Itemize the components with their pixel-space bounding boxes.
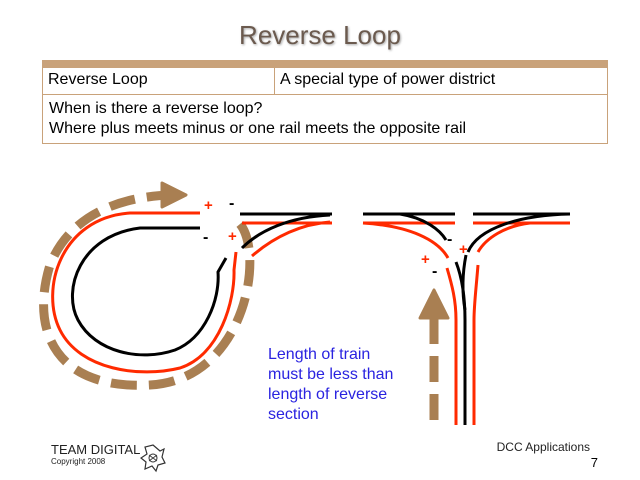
wye-left-black-curve xyxy=(399,212,448,241)
loop-plus-label-top: + xyxy=(204,197,213,214)
loop-red-rail xyxy=(51,211,238,374)
brand-name: TEAM DIGITAL xyxy=(51,442,141,457)
definition-table: Reverse Loop A special type of power dis… xyxy=(42,60,608,144)
note-line: length of reverse xyxy=(268,386,388,403)
definition-term: Reverse Loop xyxy=(43,68,275,94)
loop-arrow-head xyxy=(160,181,188,209)
copyright-text: Copyright 2008 xyxy=(51,457,106,466)
wye-minus-label-right: - xyxy=(447,231,452,248)
note-line: Length of train xyxy=(268,346,371,363)
definition-description: A special type of power district xyxy=(280,71,496,88)
loop-curve-red-rail xyxy=(251,220,331,258)
wye-stem-red-right xyxy=(472,264,480,425)
definition-body: When is there a reverse loop? Where plus… xyxy=(43,95,607,143)
definition-question: When is there a reverse loop? xyxy=(49,100,263,117)
loop-direction-arrow xyxy=(39,190,255,390)
wye-left-red-curve xyxy=(362,221,450,259)
wye-minus-label-left: - xyxy=(432,263,437,280)
loop-black-rail xyxy=(70,226,228,357)
train-length-note: Length of train must be less than length… xyxy=(268,345,428,425)
wye-right-black-curve xyxy=(466,212,571,253)
slide-title: Reverse Loop xyxy=(239,20,401,50)
definition-answer: Where plus meets minus or one rail meets… xyxy=(49,120,467,137)
wye-arrow-head xyxy=(418,288,450,320)
definition-row: Reverse Loop A special type of power dis… xyxy=(43,68,607,95)
note-line: must be less than xyxy=(268,366,394,383)
loop-curve-black-rail xyxy=(240,213,331,250)
loop-plus-label-bottom: + xyxy=(228,228,237,245)
loop-minus-label-top: - xyxy=(229,195,234,212)
wye-stem-black-right xyxy=(461,254,468,311)
page-number: 7 xyxy=(590,455,598,470)
wye-plus-label-left: + xyxy=(421,251,430,268)
wye-plus-label-right: + xyxy=(459,241,468,258)
wye-stem-red-left xyxy=(445,267,458,425)
loop-minus-label-bottom: - xyxy=(203,229,208,246)
note-line: section xyxy=(268,406,319,423)
section-name: DCC Applications xyxy=(496,440,590,454)
wye-right-red-curve xyxy=(476,221,531,253)
team-digital-logo-icon xyxy=(140,444,166,473)
